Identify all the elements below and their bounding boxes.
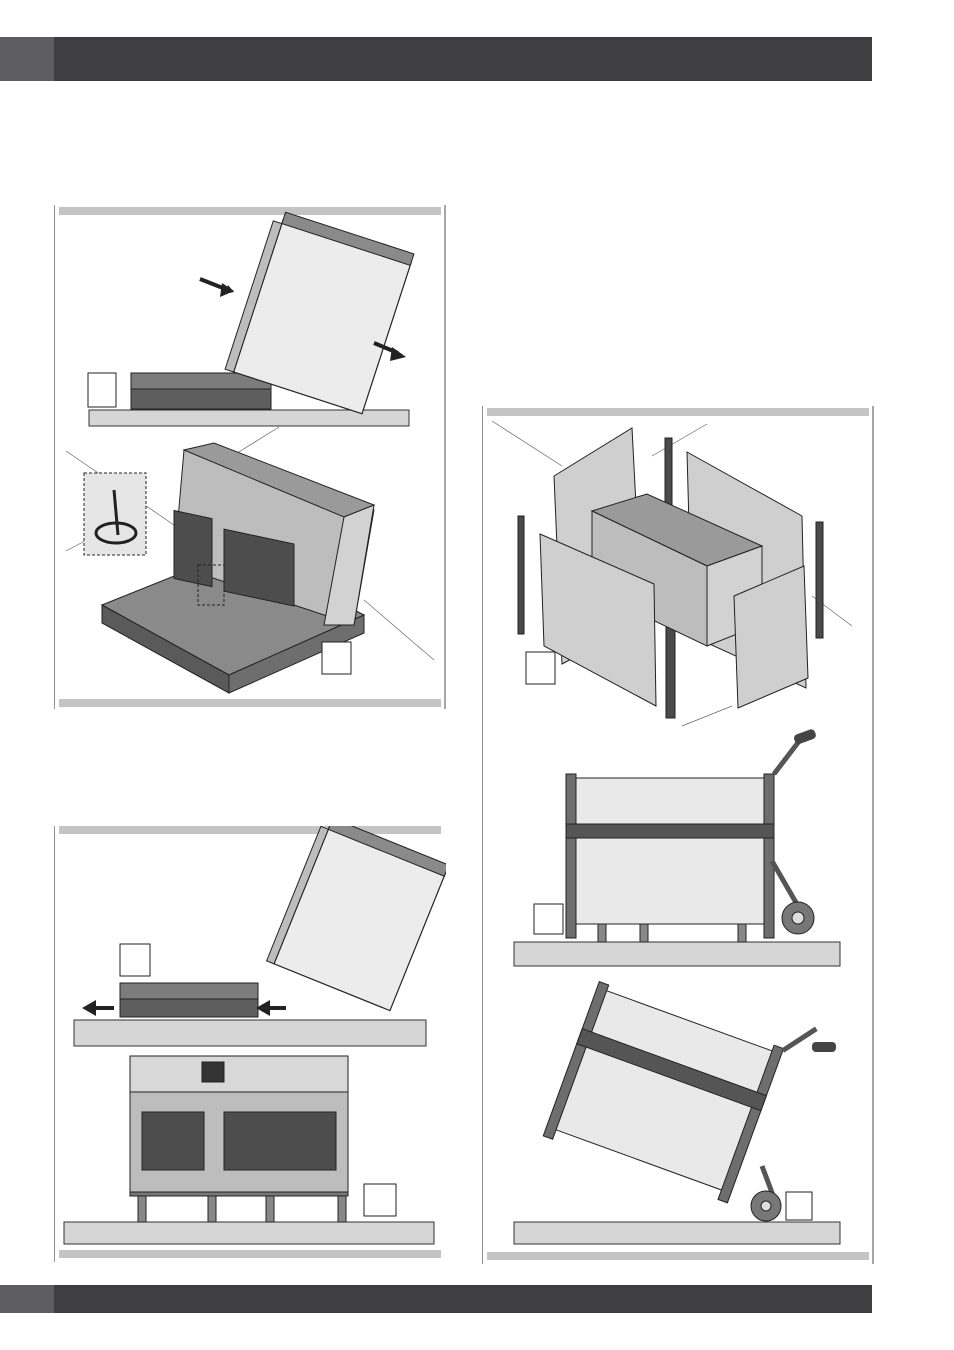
footer-tab — [0, 1285, 54, 1313]
figure-label — [786, 1192, 812, 1220]
figure-label — [322, 642, 351, 674]
figure-label — [120, 944, 150, 976]
figure-label — [526, 652, 555, 684]
figure-panel-bottom-left — [54, 826, 446, 1262]
figure-panel-top-left — [54, 205, 446, 709]
footer-text — [54, 1285, 872, 1313]
figure-label — [534, 904, 563, 934]
header-title — [54, 37, 872, 81]
header-tab — [0, 37, 54, 81]
figure-panel-right — [482, 406, 874, 1264]
footer-bar — [0, 1285, 872, 1313]
header-bar — [0, 37, 872, 81]
